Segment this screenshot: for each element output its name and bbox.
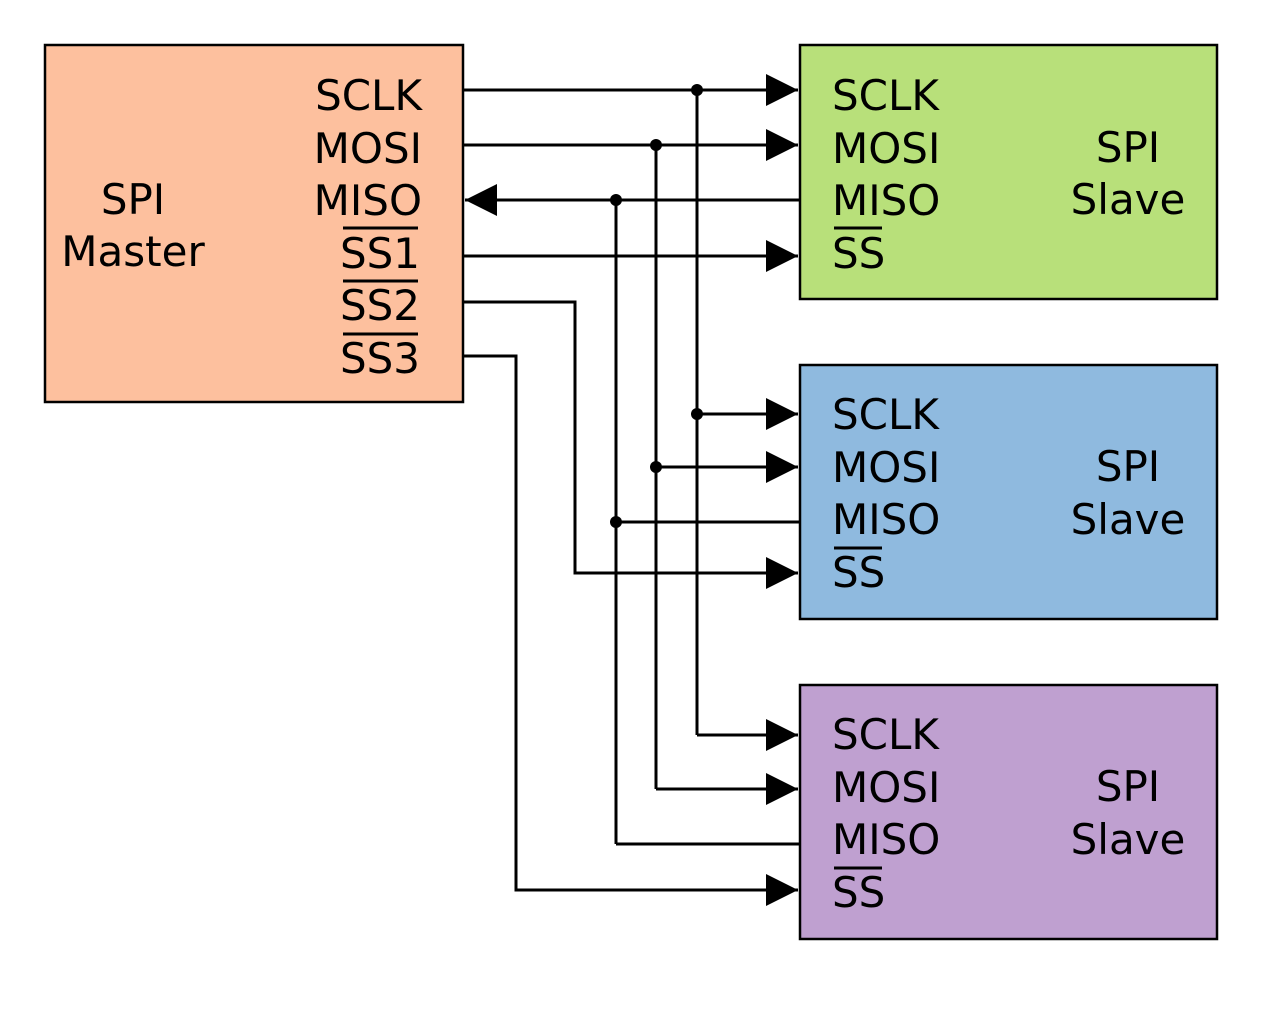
slave1-pin-sclk: SCLK [832, 71, 940, 120]
slave2-title-line1: SPI [1096, 442, 1160, 491]
spi-slave-2-box [798, 363, 1219, 621]
slave3-pin-miso: MISO [832, 815, 940, 864]
slave3-pin-sclk: SCLK [832, 710, 940, 759]
junction-dot-sclk-mid [691, 408, 703, 420]
slave3-title-line2: Slave [1071, 815, 1186, 864]
ss3-wire [463, 354, 798, 906]
ss2-wire [463, 300, 798, 589]
master-pin-mosi: MOSI [314, 124, 422, 173]
slave1-title-line1: SPI [1096, 123, 1160, 172]
spi-master-box [43, 43, 465, 404]
master-pin-sclk: SCLK [315, 71, 423, 120]
master-title-line1: SPI [101, 175, 165, 224]
slave2-pin-mosi: MOSI [832, 443, 940, 492]
slave2-pin-miso: MISO [832, 495, 940, 544]
master-pin-miso: MISO [314, 176, 422, 225]
master-pin-ss3: SS3 [340, 334, 420, 383]
junction-dot-sclk-top [691, 84, 703, 96]
slave1-title-line2: Slave [1071, 175, 1186, 224]
slave2-pin-sclk: SCLK [832, 390, 940, 439]
slave3-pin-mosi: MOSI [832, 763, 940, 812]
junction-dot-miso-mid [610, 516, 622, 528]
master-title-line2: Master [61, 227, 205, 276]
junction-dot-miso-top [610, 194, 622, 206]
slave2-pin-ss: SS [832, 548, 885, 597]
slave1-pin-ss: SS [832, 229, 885, 278]
master-pin-ss1: SS1 [340, 229, 420, 278]
slave2-title-line2: Slave [1071, 495, 1186, 544]
slave1-pin-miso: MISO [832, 176, 940, 225]
junction-dot-mosi-top [650, 139, 662, 151]
spi-slave-1-box [798, 43, 1219, 301]
spi-slave-3-box [798, 683, 1219, 941]
junction-dot-mosi-mid [650, 461, 662, 473]
slave1-pin-mosi: MOSI [832, 124, 940, 173]
master-pin-ss2: SS2 [340, 281, 420, 330]
slave3-pin-ss: SS [832, 868, 885, 917]
slave3-title-line1: SPI [1096, 762, 1160, 811]
